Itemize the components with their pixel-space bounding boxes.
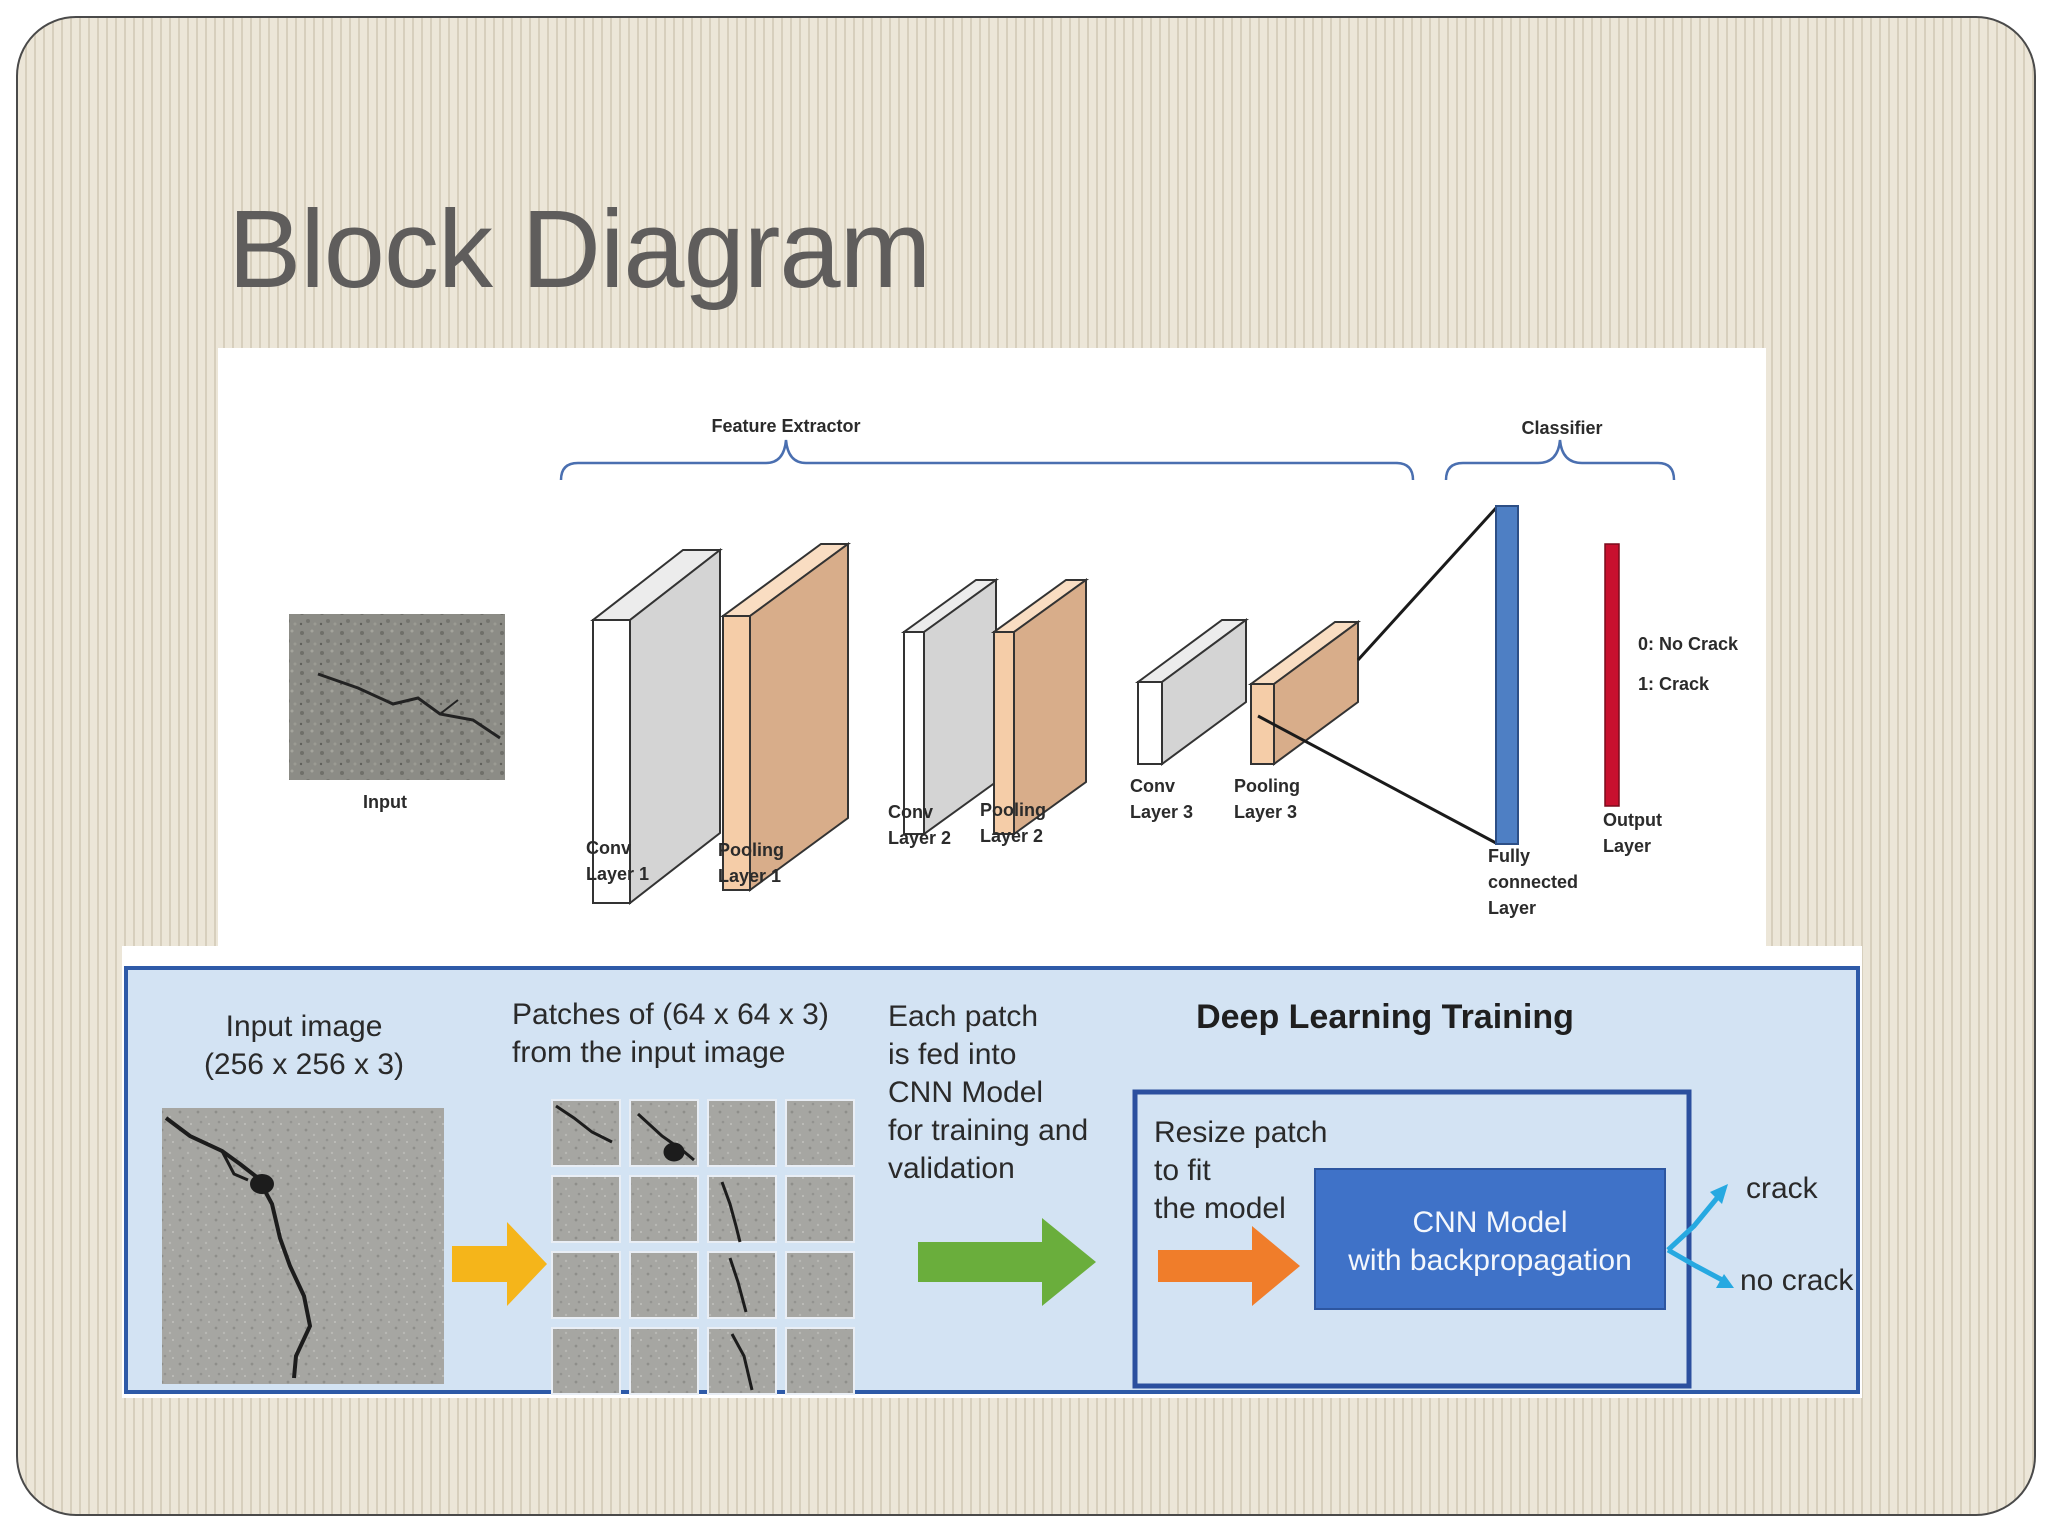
- patches-label-line2: from the input image: [512, 1036, 785, 1069]
- conv-layer-2-label-line2: Layer 2: [888, 828, 951, 848]
- fed-text-line3: CNN Model: [888, 1076, 1043, 1109]
- patches-label-line1: Patches of (64 x 64 x 3): [512, 998, 829, 1031]
- patch-crack-lines: [555, 1104, 754, 1391]
- slide: Block Diagram Feature Extractor: [16, 16, 2036, 1516]
- feature-extractor-brace: [559, 439, 1415, 481]
- cnn-model-label-line2: with backpropagation: [1347, 1244, 1632, 1277]
- output-label-line1: Output: [1603, 810, 1662, 830]
- pooling-layer-1-block: [719, 542, 852, 892]
- resize-text-line1: Resize patch: [1154, 1116, 1327, 1149]
- input-image-concrete: [162, 1108, 444, 1384]
- output-crack-label: crack: [1746, 1172, 1819, 1205]
- slide-title: Block Diagram: [228, 188, 931, 311]
- output-branch-arrows-icon: [1666, 1184, 1734, 1288]
- input-crack-image: [289, 614, 505, 780]
- pooling-layer-3-label-line2: Layer 3: [1234, 802, 1297, 822]
- conv-layer-3-block: [1134, 618, 1250, 766]
- pooling-layer-1-label-line2: Layer 1: [718, 866, 781, 886]
- conv-layer-3-label-line1: Conv: [1130, 776, 1175, 796]
- conv-layer-2-label-line1: Conv: [888, 802, 933, 822]
- fc-connector-lines: [1257, 506, 1498, 845]
- deep-learning-title: Deep Learning Training: [1196, 998, 1574, 1036]
- output-layer-bar: [1604, 543, 1620, 807]
- deep-learning-box: [1132, 1089, 1692, 1389]
- fed-text-line5: validation: [888, 1152, 1015, 1185]
- input-image-label-line1: Input image: [226, 1010, 383, 1043]
- fc-label-line3: Layer: [1488, 898, 1536, 918]
- class-label-no-crack: 0: No Crack: [1638, 634, 1739, 654]
- pooling-layer-2-label-line1: Pooling: [980, 800, 1046, 820]
- yellow-arrow-icon: [452, 1222, 547, 1306]
- classifier-label: Classifier: [1521, 418, 1602, 438]
- output-label-line2: Layer: [1603, 836, 1651, 856]
- fully-connected-layer-bar: [1495, 505, 1519, 845]
- output-no-crack-label: no crack: [1740, 1264, 1854, 1297]
- conv-layer-1-label-line2: Layer 1: [586, 864, 649, 884]
- fed-text-line1: Each patch: [888, 1000, 1038, 1033]
- conv-layer-2-block: [900, 578, 1000, 836]
- training-pipeline-panel: Input image (256 x 256 x 3) Patches of (…: [122, 946, 1862, 1398]
- training-pipeline-diagram: Input image (256 x 256 x 3) Patches of (…: [124, 966, 1860, 1395]
- pooling-layer-2-block: [990, 578, 1090, 836]
- green-arrow-icon: [918, 1218, 1096, 1306]
- fc-label-line1: Fully: [1488, 846, 1530, 866]
- conv-layer-1-block: [590, 547, 723, 906]
- pooling-layer-1-label-line1: Pooling: [718, 840, 784, 860]
- feature-extractor-label: Feature Extractor: [711, 416, 860, 436]
- fc-label-line2: connected: [1488, 872, 1578, 892]
- pooling-layer-2-label-line2: Layer 2: [980, 826, 1043, 846]
- conv-layer-3-label-line2: Layer 3: [1130, 802, 1193, 822]
- pooling-layer-3-block: [1247, 620, 1362, 766]
- cnn-architecture-diagram: Feature Extractor Classifier Input Conv …: [289, 416, 1739, 918]
- cnn-model-label-line1: CNN Model: [1412, 1206, 1567, 1239]
- input-image-label-line2: (256 x 256 x 3): [204, 1048, 404, 1081]
- orange-arrow-icon: [1158, 1226, 1300, 1306]
- conv-layer-1-label-line1: Conv: [586, 838, 631, 858]
- pooling-layer-3-label-line1: Pooling: [1234, 776, 1300, 796]
- input-label: Input: [363, 792, 407, 812]
- cnn-architecture-panel: Feature Extractor Classifier Input Conv …: [218, 348, 1766, 960]
- resize-text-line2: to fit: [1154, 1154, 1211, 1187]
- fed-text-line2: is fed into: [888, 1038, 1016, 1071]
- cnn-model-box: [1314, 1168, 1666, 1310]
- fed-text-line4: for training and: [888, 1114, 1088, 1147]
- classifier-brace: [1444, 439, 1676, 481]
- resize-text-line3: the model: [1154, 1192, 1286, 1225]
- patch-grid: [551, 1099, 855, 1395]
- class-label-crack: 1: Crack: [1638, 674, 1710, 694]
